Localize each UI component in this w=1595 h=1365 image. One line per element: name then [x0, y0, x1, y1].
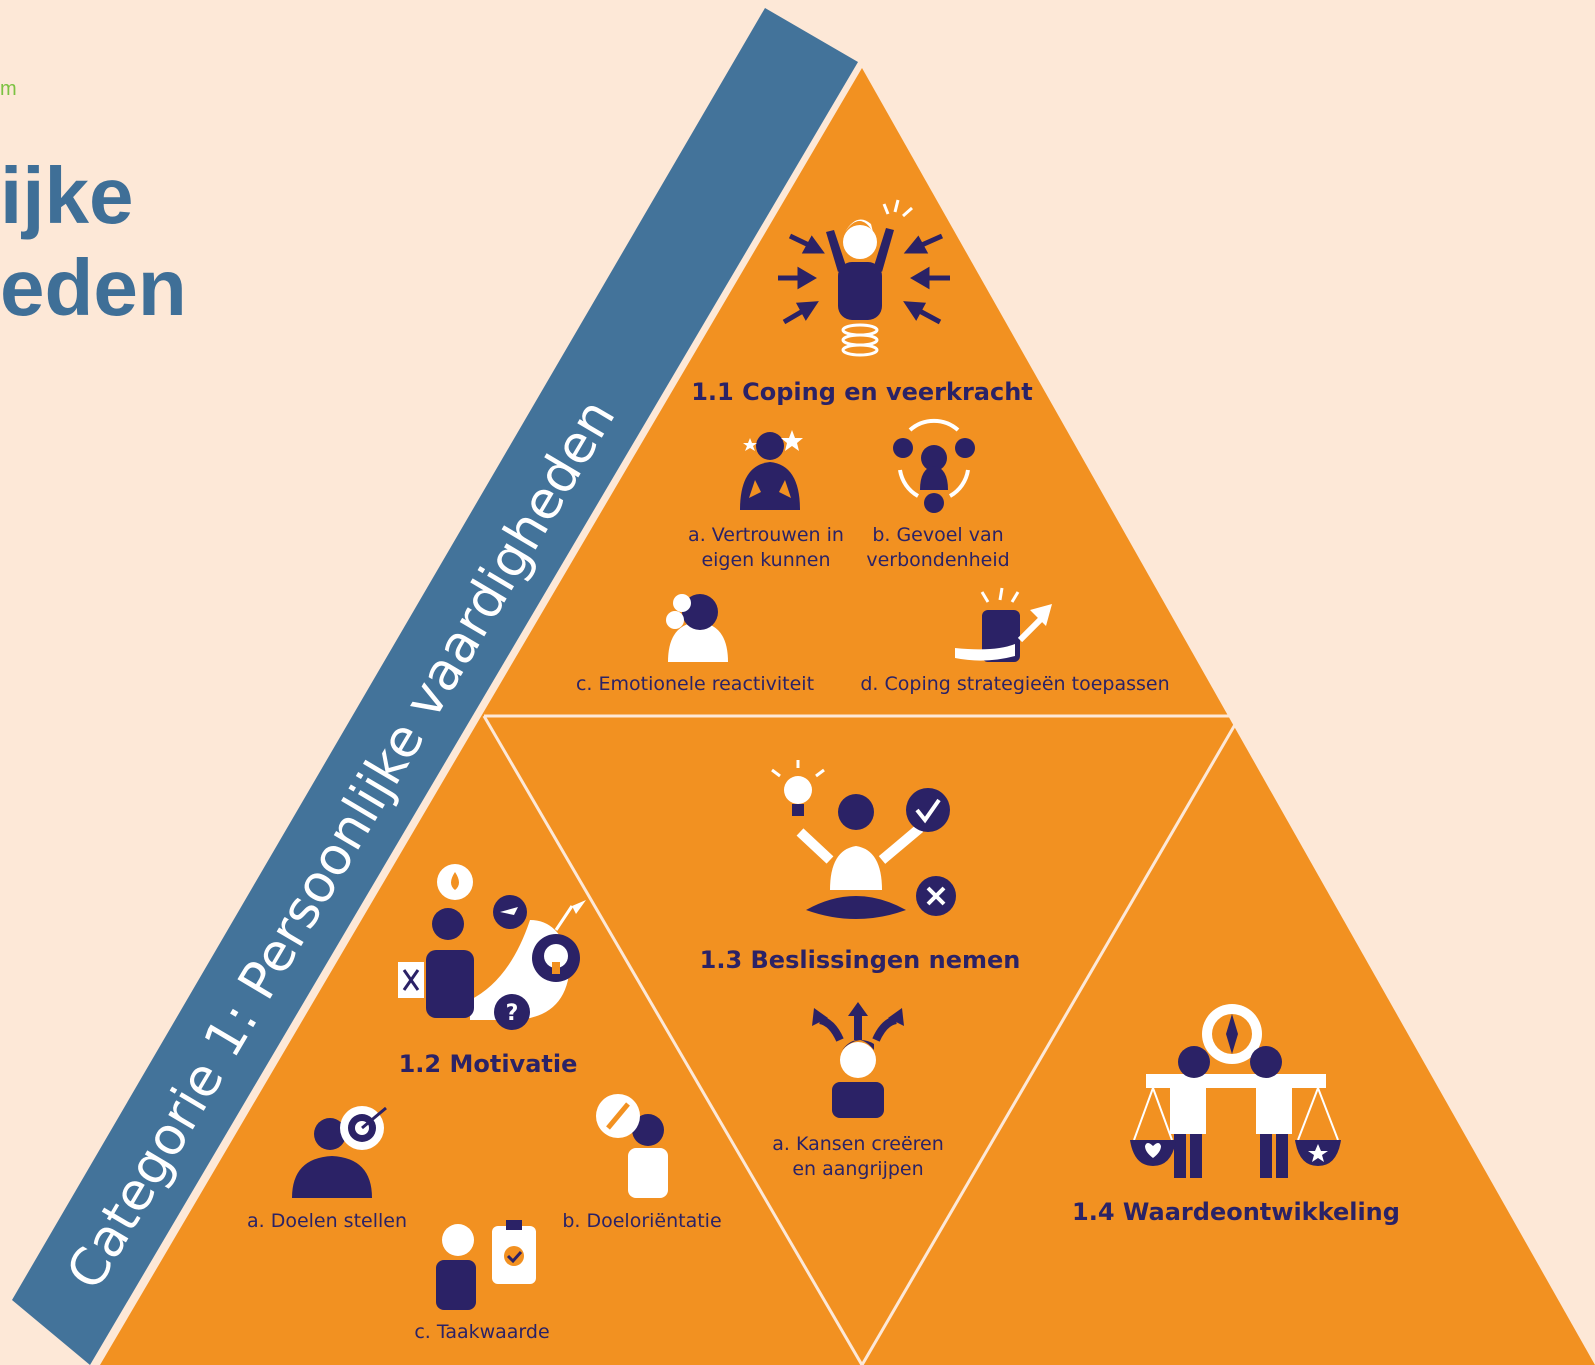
s13-a-line1: a. Kansen creëren	[772, 1133, 944, 1155]
s11-a-line2: eigen kunnen	[701, 549, 830, 571]
goal-setting-icon	[292, 1106, 387, 1198]
category-banner	[12, 8, 858, 1365]
opportunity-icon	[812, 1002, 904, 1118]
s11-b-line1: b. Gevoel van	[872, 524, 1003, 546]
svg-text:?: ?	[506, 1001, 519, 1026]
heading-line-1: ijke	[0, 151, 134, 240]
s11-a-line1: a. Vertrouwen in	[688, 524, 844, 546]
s12-b: b. Doeloriëntatie	[562, 1210, 721, 1232]
s13-title: 1.3 Beslissingen nemen	[700, 946, 1021, 974]
s14-title: 1.4 Waardeontwikkeling	[1072, 1198, 1400, 1226]
s12-a: a. Doelen stellen	[247, 1210, 407, 1232]
s11-title: 1.1 Coping en veerkracht	[691, 378, 1033, 406]
triangle-dividers	[482, 714, 1242, 1365]
decision-figure-icon	[771, 760, 956, 919]
value-development-icon	[1130, 1004, 1341, 1178]
corner-text-fragment: m	[0, 78, 17, 100]
coping-fist-icon	[955, 587, 1052, 662]
s12-title: 1.2 Motivatie	[399, 1050, 578, 1078]
task-value-icon	[436, 1220, 536, 1310]
confidence-icon	[740, 430, 803, 510]
s12-c: c. Taakwaarde	[414, 1321, 549, 1343]
page-heading: ijke eden	[0, 150, 187, 334]
s11-b-line2: verbondenheid	[866, 549, 1009, 571]
s11-c: c. Emotionele reactiviteit	[576, 673, 814, 695]
s13-a-line2: en aangrijpen	[792, 1158, 923, 1180]
goal-orientation-icon	[596, 1094, 668, 1198]
emotion-icon	[666, 594, 728, 662]
motivation-figure-icon: ?	[398, 864, 586, 1030]
connection-icon	[893, 418, 975, 513]
s11-d: d. Coping strategieën toepassen	[860, 673, 1169, 695]
heading-line-2: eden	[0, 243, 187, 332]
coping-figure-icon	[778, 199, 950, 357]
